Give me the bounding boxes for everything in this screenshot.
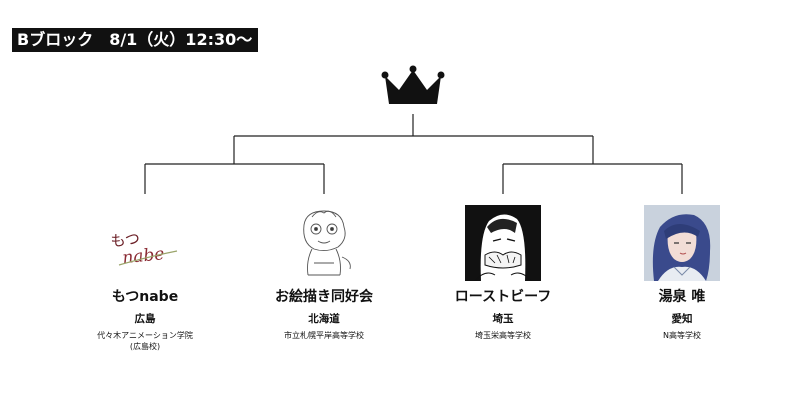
thumbnail-roastbeef — [465, 205, 541, 281]
entry-school: 埼玉栄高等学校 — [475, 331, 531, 340]
block-title: Bブロック 8/1（火）12:30〜 — [12, 28, 259, 52]
entry-4: 湯泉 唯 愛知 N高等学校 — [587, 287, 777, 341]
entry-name: ローストビーフ — [454, 289, 552, 305]
crown-icon — [381, 65, 445, 104]
entry-school: 代々木アニメーション学院 (広島校) — [97, 331, 193, 351]
entry-prefecture: 埼玉 — [492, 313, 514, 325]
entry-prefecture: 北海道 — [308, 313, 340, 325]
thumbnail-yusen-yui — [644, 205, 720, 281]
entry-school: N高等学校 — [663, 331, 701, 340]
thumbnail-motsunabe: もつ nabe — [107, 205, 183, 281]
entry-3: ローストビーフ 埼玉 埼玉栄高等学校 — [408, 287, 598, 341]
svg-text:もつ: もつ — [110, 230, 141, 251]
thumbnail-oekaki — [286, 205, 362, 281]
svg-text:nabe: nabe — [121, 244, 165, 268]
entry-name: お絵描き同好会 — [275, 289, 373, 305]
entry-name: もつnabe — [111, 289, 179, 305]
entry-prefecture: 広島 — [134, 313, 156, 325]
entry-name: 湯泉 唯 — [658, 289, 706, 305]
entry-prefecture: 愛知 — [671, 313, 693, 325]
entry-school: 市立札幌平岸高等学校 — [284, 331, 364, 340]
entry-1: もつnabe 広島 代々木アニメーション学院 (広島校) — [50, 287, 240, 352]
entry-2: お絵描き同好会 北海道 市立札幌平岸高等学校 — [229, 287, 419, 341]
